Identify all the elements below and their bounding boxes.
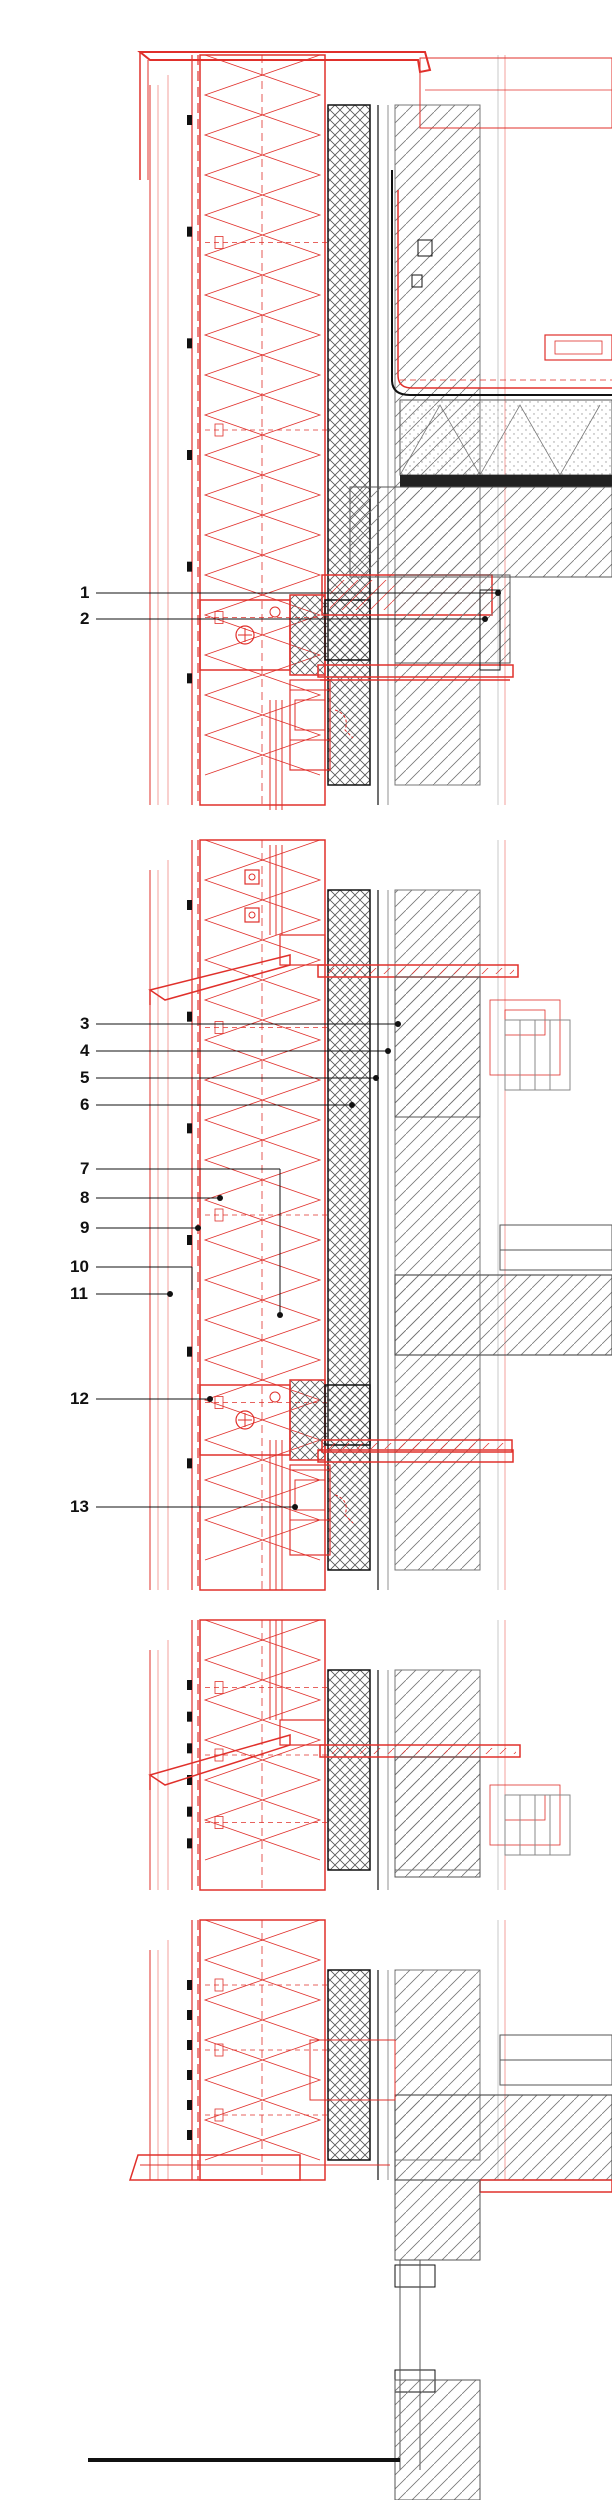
- callout-2: 2: [80, 609, 89, 628]
- leader-dot-9: [195, 1225, 201, 1231]
- callout-3: 3: [80, 1014, 89, 1033]
- leader-dot-2: [482, 616, 488, 622]
- callout-12: 12: [70, 1389, 89, 1408]
- leader-dot-6: [349, 1102, 355, 1108]
- callout-1: 1: [80, 583, 89, 602]
- floor-slabs: [88, 574, 612, 2500]
- leader-dot-4: [385, 1048, 391, 1054]
- leader-dot-3: [395, 1021, 401, 1027]
- leader-dot-1: [495, 590, 501, 596]
- callout-8: 8: [80, 1188, 89, 1207]
- leader-dot-7: [277, 1312, 283, 1318]
- callout-4: 4: [80, 1041, 90, 1060]
- callout-10: 10: [70, 1257, 89, 1276]
- leader-dot-8: [217, 1195, 223, 1201]
- callout-leaders: [96, 590, 501, 1510]
- callout-7: 7: [80, 1159, 89, 1178]
- callout-5: 5: [80, 1068, 89, 1087]
- callout-labels: 1 2 3 4 5 6 7 8 9 10 11 12 13: [70, 583, 90, 1516]
- window-frames: [269, 689, 396, 2101]
- window-sills: [148, 869, 326, 1790]
- leader-dot-13: [292, 1504, 298, 1510]
- callout-13: 13: [70, 1497, 89, 1516]
- interior-windows: [504, 1019, 571, 1856]
- leader-dot-5: [373, 1075, 379, 1081]
- callout-6: 6: [80, 1095, 89, 1114]
- callout-11: 11: [70, 1284, 88, 1303]
- parapet-detail: [137, 51, 612, 578]
- callout-9: 9: [80, 1218, 89, 1237]
- leader-dot-11: [167, 1291, 173, 1297]
- leader-dot-12: [207, 1396, 213, 1402]
